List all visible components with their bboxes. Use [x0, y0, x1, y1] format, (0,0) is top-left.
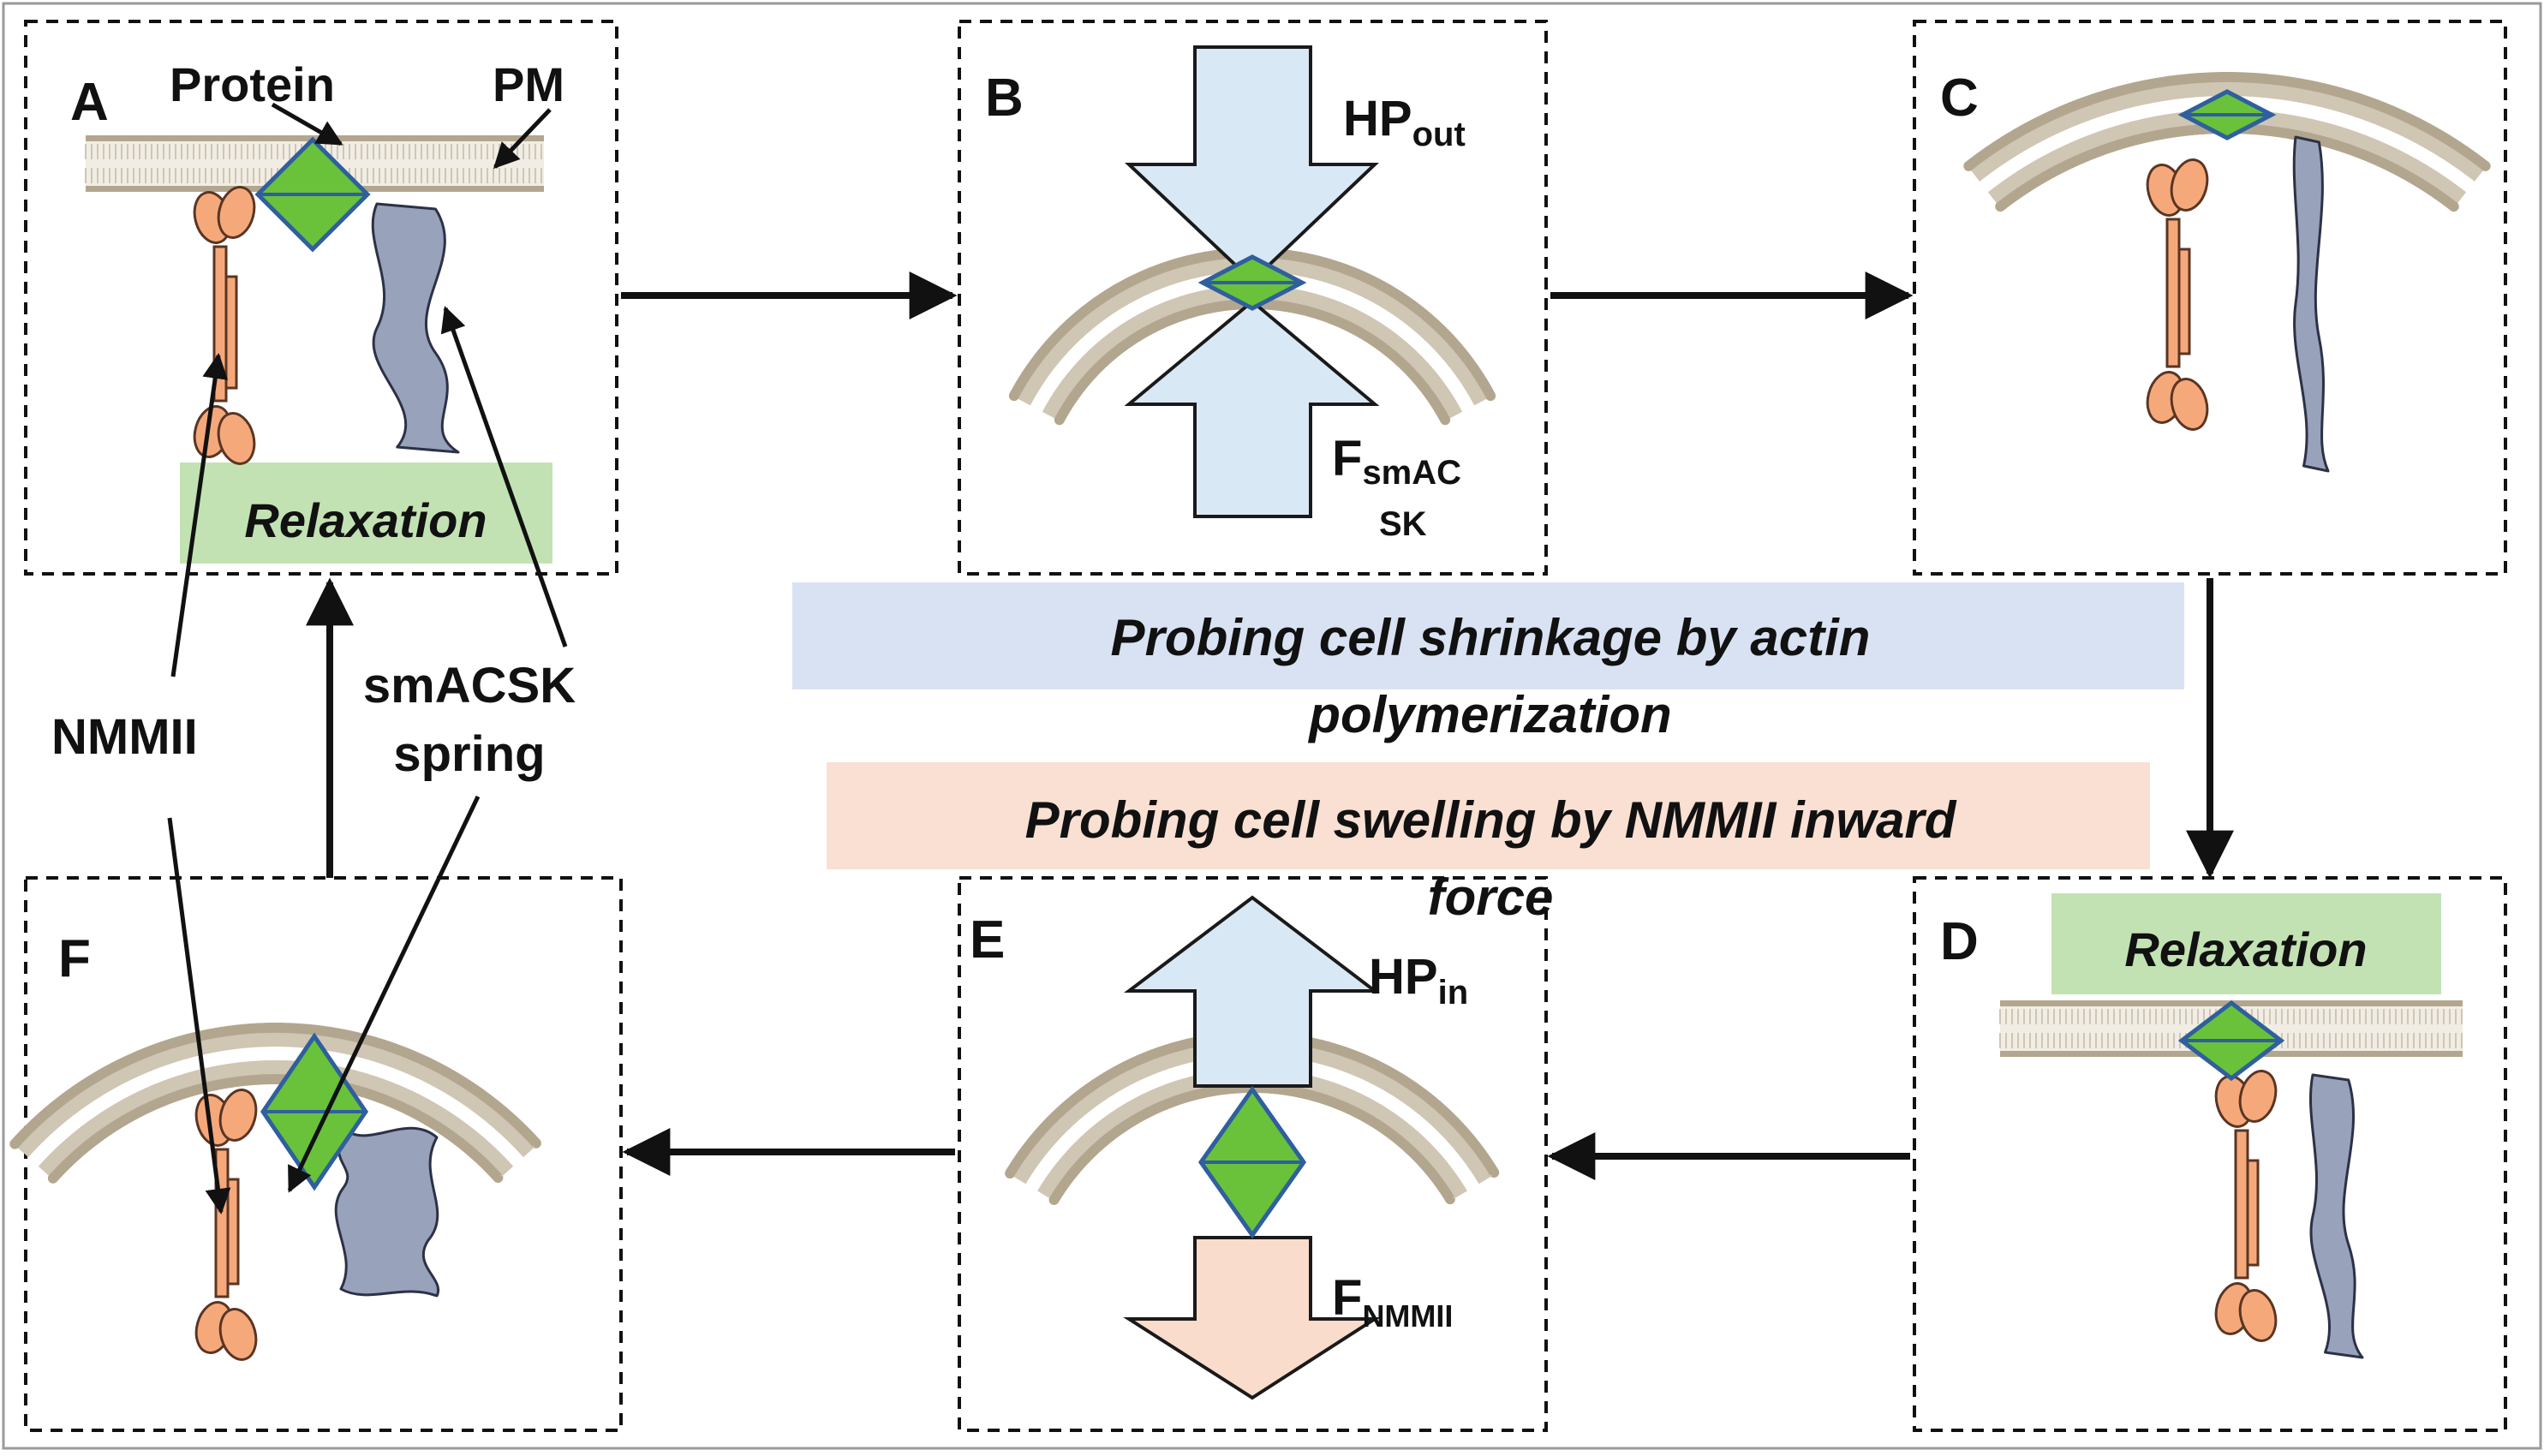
- pm-label: PM: [493, 57, 564, 111]
- panel-f-letter: F: [58, 929, 91, 988]
- swelling-text-line1: Probing cell swelling by NMMII inward: [1025, 791, 1957, 849]
- smacsk-label-line2: spring: [393, 726, 545, 782]
- shrinkage-text-line2: polymerization: [1307, 686, 1671, 743]
- actin-filament-f: [336, 1128, 438, 1296]
- panel-e-letter: E: [970, 910, 1005, 970]
- hp-in-base: HP: [1369, 949, 1438, 1005]
- swelling-text-line2: force: [1428, 868, 1554, 926]
- smacsk-label-line1: smACSK: [363, 658, 576, 713]
- shrinkage-text-line1: Probing cell shrinkage by actin: [1111, 609, 1871, 666]
- f-smacsk-sub1: smAC: [1362, 454, 1461, 492]
- hp-in-sub: in: [1438, 974, 1469, 1011]
- panel-b-letter: B: [985, 69, 1024, 128]
- nmmii-label: NMMII: [51, 709, 198, 765]
- panel-a-letter: A: [70, 73, 109, 132]
- f-smacsk-sub2: SK: [1379, 505, 1427, 543]
- hp-out-sub: out: [1412, 116, 1466, 153]
- panel-c-letter: C: [1940, 69, 1979, 128]
- protein-label: Protein: [170, 57, 335, 111]
- f-nmmii-base: F: [1332, 1270, 1362, 1326]
- hp-out-base: HP: [1343, 91, 1412, 146]
- relaxation-label-a: Relaxation: [244, 493, 487, 547]
- f-nmmii-sub: NMMII: [1362, 1298, 1453, 1334]
- panel-d-letter: D: [1940, 912, 1979, 971]
- f-smacsk-base: F: [1332, 431, 1362, 486]
- relaxation-label-d: Relaxation: [2124, 922, 2367, 976]
